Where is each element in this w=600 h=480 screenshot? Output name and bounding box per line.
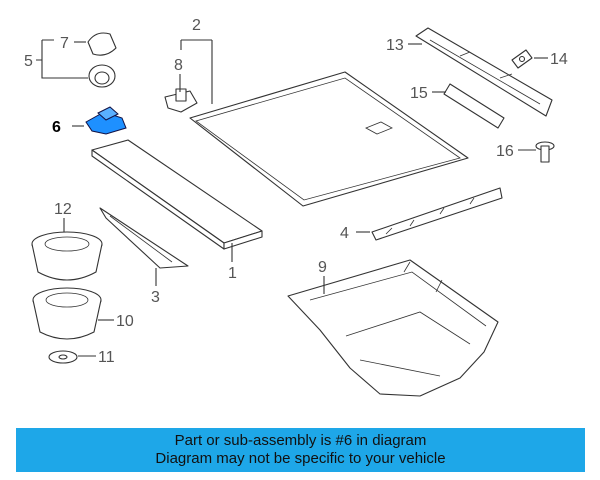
- banner-line-1: Part or sub-assembly is #6 in diagram: [174, 432, 427, 449]
- part-6-bracket[interactable]: [85, 106, 127, 135]
- callout-13: 13: [386, 37, 404, 54]
- callout-8: 8: [174, 57, 183, 74]
- callout-9: 9: [318, 259, 327, 276]
- callout-3: 3: [151, 289, 160, 306]
- part-14-clip[interactable]: [511, 49, 533, 69]
- callout-2: 2: [192, 17, 201, 34]
- part-9-wheel-well-tub[interactable]: [287, 259, 499, 397]
- part-15-strip[interactable]: [443, 83, 505, 129]
- info-banner: Part or sub-assembly is #6 in diagram Di…: [16, 428, 585, 472]
- callout-6: 6: [52, 119, 61, 136]
- part-5-ring[interactable]: [88, 64, 116, 88]
- callout-4: 4: [340, 225, 349, 242]
- callout-10: 10: [116, 313, 134, 330]
- part-13-trim-rail[interactable]: [415, 27, 553, 117]
- part-16-push-pin[interactable]: [535, 141, 555, 163]
- banner-line-2: Diagram may not be specific to your vehi…: [155, 450, 446, 467]
- part-10-organizer-tray[interactable]: [32, 287, 102, 340]
- part-11-washer[interactable]: [48, 350, 78, 364]
- callout-1: 1: [228, 265, 237, 282]
- callout-11: 11: [98, 349, 115, 366]
- callout-16: 16: [496, 143, 514, 160]
- part-7-hook[interactable]: [87, 32, 117, 56]
- callout-5: 5: [24, 53, 33, 70]
- part-4-rail[interactable]: [371, 187, 503, 241]
- callout-7: 7: [60, 35, 69, 52]
- part-1-floor-board[interactable]: [91, 139, 263, 250]
- parts-diagram: 1 2 3 4 5 6 7 8 9 10 11 12 13 14 15 16: [24, 17, 568, 397]
- callout-15: 15: [410, 85, 428, 102]
- leader-lines: [36, 39, 548, 357]
- callout-14: 14: [550, 51, 568, 68]
- callout-labels: 1 2 3 4 5 6 7 8 9 10 11 12 13 14 15 16: [24, 17, 568, 366]
- callout-12: 12: [54, 201, 72, 218]
- part-2-floor-panel[interactable]: [189, 71, 469, 207]
- part-3-side-trim[interactable]: [99, 207, 189, 269]
- part-12-organizer-tray[interactable]: [31, 231, 103, 281]
- part-8-clip[interactable]: [164, 88, 198, 113]
